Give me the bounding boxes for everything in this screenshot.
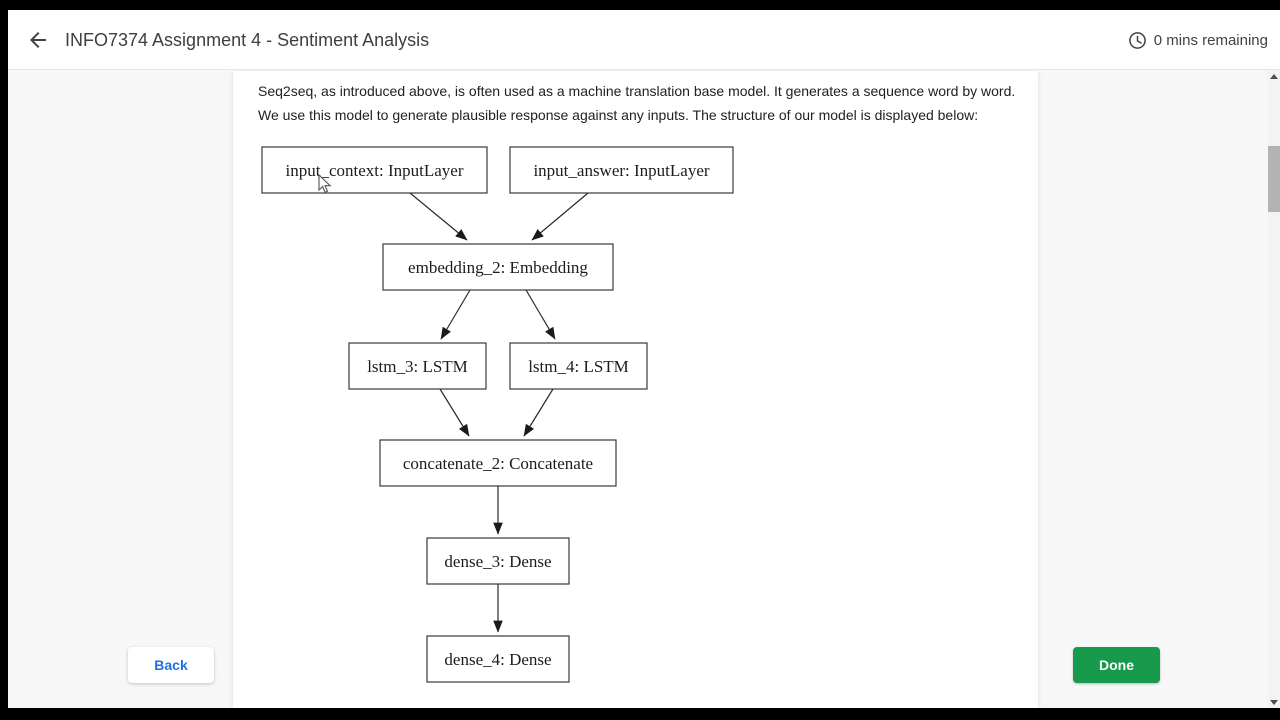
done-button[interactable]: Done	[1073, 647, 1160, 683]
diagram-edge-embedding_2-to-lstm_4	[525, 289, 556, 340]
question-text-line-2: We use this model to generate plausible …	[258, 107, 979, 123]
diagram-node-dense_4: dense_4: Dense	[426, 635, 570, 683]
scroll-up-arrow[interactable]	[1268, 70, 1280, 82]
svg-text:input_context: InputLayer: input_context: InputLayer	[286, 161, 464, 180]
arrow-left-icon	[26, 32, 50, 55]
scroll-down-arrow[interactable]	[1268, 696, 1280, 708]
triangle-down-icon	[1270, 699, 1278, 705]
diagram-node-embedding_2: embedding_2: Embedding	[382, 243, 614, 291]
diagram-edge-input_context-to-embedding_2	[409, 192, 468, 241]
header-bar: INFO7374 Assignment 4 - Sentiment Analys…	[8, 10, 1280, 70]
diagram-edge-embedding_2-to-lstm_3	[440, 289, 471, 340]
svg-text:concatenate_2: Concatenate: concatenate_2: Concatenate	[403, 454, 593, 473]
question-text-line-1: Seq2seq, as introduced above, is often u…	[258, 83, 1016, 99]
svg-text:input_answer: InputLayer: input_answer: InputLayer	[533, 161, 709, 180]
diagram-edge-lstm_3-to-concatenate_2	[439, 388, 470, 437]
diagram-node-dense_3: dense_3: Dense	[426, 537, 570, 585]
diagram-edge-lstm_4-to-concatenate_2	[523, 388, 554, 437]
triangle-up-icon	[1270, 73, 1278, 79]
diagram-node-lstm_4: lstm_4: LSTM	[509, 342, 648, 390]
diagram-node-lstm_3: lstm_3: LSTM	[348, 342, 487, 390]
vertical-scrollbar	[1268, 70, 1280, 708]
svg-text:lstm_4: LSTM: lstm_4: LSTM	[528, 357, 629, 376]
back-arrow-button[interactable]	[26, 28, 50, 52]
time-remaining: 0 mins remaining	[1128, 10, 1268, 70]
clock-icon	[1128, 31, 1147, 50]
question-text: Seq2seq, as introduced above, is often u…	[258, 79, 1023, 127]
svg-text:embedding_2: Embedding: embedding_2: Embedding	[408, 258, 588, 277]
svg-text:dense_4: Dense: dense_4: Dense	[444, 650, 551, 669]
content-panel: Seq2seq, as introduced above, is often u…	[233, 71, 1038, 708]
diagram-node-input_context: input_context: InputLayer	[261, 146, 488, 194]
diagram-edge-input_answer-to-embedding_2	[531, 192, 589, 241]
scrollbar-thumb[interactable]	[1268, 146, 1280, 212]
app-window: INFO7374 Assignment 4 - Sentiment Analys…	[8, 10, 1280, 708]
page-title: INFO7374 Assignment 4 - Sentiment Analys…	[65, 30, 430, 50]
time-remaining-label: 0 mins remaining	[1153, 31, 1268, 49]
back-button[interactable]: Back	[128, 647, 214, 683]
diagram-node-concatenate_2: concatenate_2: Concatenate	[379, 439, 617, 487]
svg-text:dense_3: Dense: dense_3: Dense	[444, 552, 551, 571]
diagram-node-input_answer: input_answer: InputLayer	[509, 146, 734, 194]
model-diagram: input_context: InputLayer input_answer: I…	[261, 146, 734, 683]
svg-text:lstm_3: LSTM: lstm_3: LSTM	[367, 357, 468, 376]
